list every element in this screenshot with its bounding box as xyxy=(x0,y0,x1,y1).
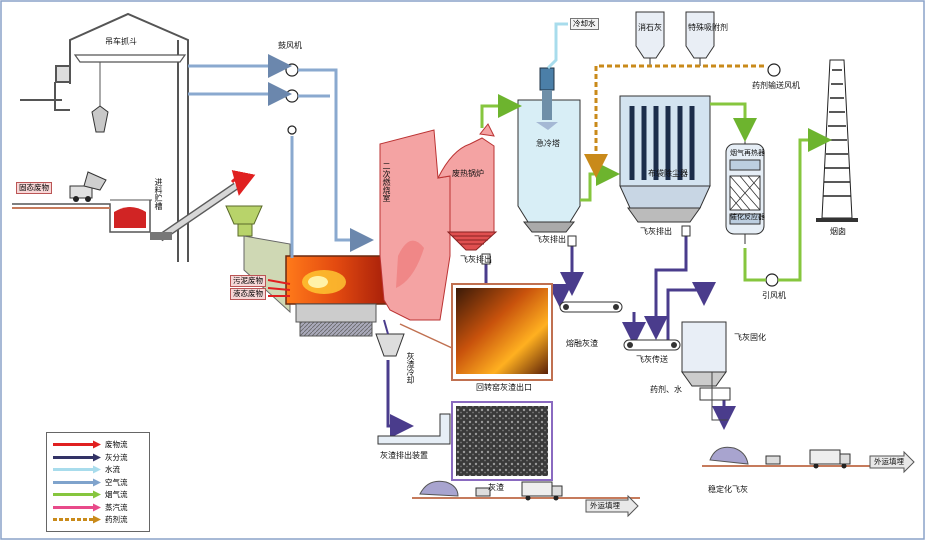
legend-swatch xyxy=(53,453,101,461)
label-sludge-waste: 污泥废物 xyxy=(230,275,266,287)
legend-label: 药剂流 xyxy=(105,515,128,524)
label-crane: 吊车抓斗 xyxy=(105,37,137,46)
legend-label: 烟气流 xyxy=(105,490,128,499)
bag-filter xyxy=(619,95,711,223)
label-external-disposal-2: 外运填埋 xyxy=(874,457,904,466)
legend-swatch xyxy=(53,465,101,474)
disposal-train-1 xyxy=(412,480,640,501)
label-ash-out-quench: 飞灰排出 xyxy=(534,235,566,244)
label-ash-out-boiler: 飞灰排出 xyxy=(460,255,492,264)
legend-label: 空气流 xyxy=(105,477,128,487)
label-stabilized-ash: 稳定化飞灰 xyxy=(708,485,748,494)
waste-pit xyxy=(12,199,152,233)
legend-label: 蒸汽流 xyxy=(105,502,128,512)
legend-item: 烟气流 xyxy=(47,489,149,500)
molten-slag-photo xyxy=(399,283,553,381)
label-external-disposal-1: 外运填埋 xyxy=(590,501,620,510)
label-ash-conveyor: 飞灰传送 xyxy=(636,355,668,364)
water-flow-line xyxy=(546,22,568,70)
dump-truck-icon xyxy=(69,171,107,202)
label-kiln-outlet: 回转窑灰渣出口 xyxy=(476,383,532,392)
label-liquid-waste: 液态废物 xyxy=(230,288,266,300)
label-activated-carbon: 特殊吸附剂 xyxy=(688,23,728,32)
legend-item: 废物流 xyxy=(47,439,149,450)
legend-item: 灰分流 xyxy=(47,452,149,463)
ash-conveyor xyxy=(559,301,681,351)
waste-heat-boiler xyxy=(437,123,498,251)
legend-item: 水流 xyxy=(47,464,149,475)
label-bag-filter: 布袋除尘器 xyxy=(648,169,688,178)
catalytic-reactor xyxy=(725,134,765,244)
legend-swatch xyxy=(53,515,101,524)
label-blower: 鼓风机 xyxy=(278,41,302,50)
label-secondary-chamber: 二次燃烧室 xyxy=(382,162,391,202)
label-quench-tower: 急冷塔 xyxy=(536,139,560,148)
label-limestone: 消石灰 xyxy=(638,23,662,32)
label-slag-discharge: 灰渣排出装置 xyxy=(380,451,428,460)
legend: 废物流灰分流水流空气流烟气流蒸汽流药剂流 xyxy=(46,432,150,532)
label-stack: 烟囱 xyxy=(830,227,846,236)
legend-label: 灰分流 xyxy=(105,452,128,462)
legend-swatch xyxy=(53,503,101,511)
legend-swatch xyxy=(53,490,101,499)
reagent-silos xyxy=(635,11,715,66)
legend-item: 药剂流 xyxy=(47,514,149,525)
label-solid-waste: 固态废物 xyxy=(16,182,52,194)
legend-label: 废物流 xyxy=(105,440,128,449)
label-feed-hopper: 进料贮槽 xyxy=(154,178,163,210)
label-agent-water: 药剂、水 xyxy=(650,385,682,394)
label-induced-fan: 引风机 xyxy=(762,291,786,300)
legend-swatch xyxy=(53,478,101,486)
slag-discharge-device xyxy=(377,413,451,445)
label-agent-blower: 药剂输送风机 xyxy=(752,81,800,90)
slag-photo xyxy=(451,401,553,481)
label-slag: 灰渣 xyxy=(488,483,504,492)
disposal-train-2 xyxy=(702,446,910,469)
crane-grab xyxy=(73,54,187,133)
label-cooling-water: 冷却水 xyxy=(570,18,599,30)
legend-label: 水流 xyxy=(105,465,120,474)
chimney-stack xyxy=(816,59,858,222)
valve-icon xyxy=(481,225,691,265)
disposal-arrow-1 xyxy=(585,494,639,518)
label-smoke-heater: 烟气再热器 xyxy=(730,149,765,157)
label-ash-out-filter: 飞灰排出 xyxy=(640,227,672,236)
legend-swatch xyxy=(53,440,101,449)
feed-conveyor xyxy=(150,182,239,242)
reagent-flow-line xyxy=(584,64,764,178)
rotary-kiln xyxy=(243,235,387,337)
label-molten-slag: 熔融灰渣 xyxy=(566,339,598,348)
slag-cooling-hopper xyxy=(375,319,405,357)
label-slag-cooling: 灰渣冷却 xyxy=(406,352,415,384)
label-ash-solidify: 飞灰固化 xyxy=(734,333,766,342)
disposal-arrow-2 xyxy=(869,450,915,474)
legend-item: 空气流 xyxy=(47,477,149,488)
air-flow-lines xyxy=(188,54,374,258)
label-catalytic-reactor: 催化反应器 xyxy=(730,213,765,221)
secondary-combustion-chamber xyxy=(379,129,451,321)
legend-item: 蒸汽流 xyxy=(47,502,149,513)
ash-solidification-unit xyxy=(681,321,731,421)
quench-tower xyxy=(517,67,581,233)
label-waste-boiler: 废热锅炉 xyxy=(452,169,484,178)
